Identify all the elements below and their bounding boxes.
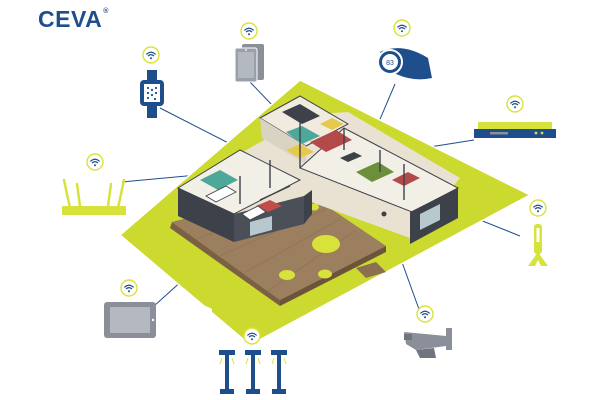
sensor-icon (528, 199, 548, 266)
security-camera-icon (404, 305, 452, 358)
house (176, 95, 460, 318)
registered-mark: ® (103, 8, 109, 15)
ceva-logo: CEVA® (38, 6, 109, 33)
smartphone-icon (234, 22, 264, 83)
garden-light-icon (219, 327, 287, 394)
tablet-icon (104, 279, 156, 338)
router-icon (62, 153, 126, 215)
smartwatch-icon (140, 46, 164, 118)
thermostat-icon: 83 (377, 19, 432, 80)
thermostat-reading: 83 (386, 60, 394, 67)
brand-name: CEVA (38, 6, 103, 32)
set-top-box-icon (474, 95, 556, 138)
